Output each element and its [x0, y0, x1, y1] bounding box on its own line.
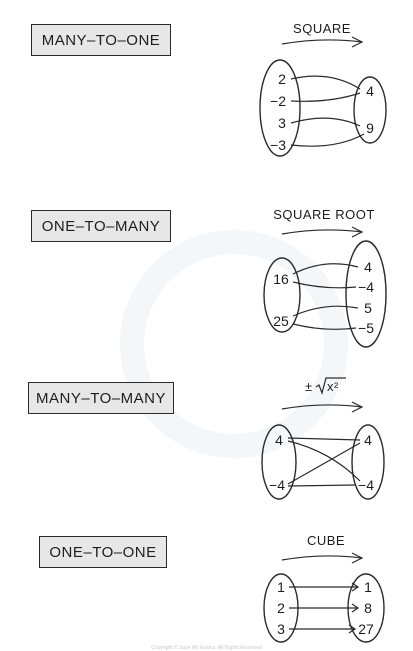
mapping-diagram-cube: CUBE 1 2 3 1 8 27: [263, 533, 385, 643]
function-arrow-head: [351, 401, 364, 413]
mapping-arrow: [292, 263, 359, 275]
panel-many-to-one: MANY–TO–ONE SQUARE 2 −2 3 −3 4 9: [0, 0, 413, 170]
mapping-diagram-square-root: SQUARE ROOT 16 25 4 −4 5 −5: [263, 207, 387, 348]
panel-one-to-many: ONE–TO–MANY SQUARE ROOT 16 25 4 −4 5 −5: [0, 190, 413, 370]
label-many-to-one: MANY–TO–ONE: [31, 24, 171, 56]
mapping-arrow: [287, 484, 357, 487]
radical-sign: [315, 377, 346, 395]
mapping-arrow: [290, 133, 365, 147]
mapping-arrow: [287, 440, 361, 482]
range-value: 8: [364, 600, 372, 616]
domain-value: 2: [277, 600, 285, 616]
range-value: 1: [364, 579, 372, 595]
panel-many-to-many: MANY–TO–MANY ± x² 4 −4 4 −4: [0, 365, 413, 510]
domain-value: 4: [275, 432, 283, 448]
domain-value: 2: [278, 71, 286, 87]
function-arrow: [281, 555, 363, 561]
domain-value: −2: [270, 93, 286, 109]
range-value: 4: [364, 259, 372, 275]
mapping-arrow: [290, 75, 361, 90]
range-value: 9: [366, 120, 374, 136]
function-arrow: [281, 404, 363, 410]
range-oval: [353, 76, 387, 144]
function-arrow-head: [351, 552, 364, 564]
mapping-diagram-plus-minus-root: ± x² 4 −4 4 −4: [261, 377, 385, 500]
mapping-arrow-head: [351, 603, 360, 613]
function-label-square: SQUARE: [293, 21, 351, 36]
domain-value: −3: [270, 137, 286, 153]
mapping-arrow: [290, 92, 361, 102]
range-value: −4: [358, 279, 374, 295]
range-value: 5: [364, 300, 372, 316]
mapping-arrow: [287, 437, 361, 441]
mapping-arrow-head: [348, 624, 357, 634]
range-value: 4: [364, 432, 372, 448]
domain-oval: [261, 424, 297, 500]
function-label-cube: CUBE: [307, 533, 345, 548]
domain-value: 25: [273, 313, 289, 329]
function-label-plus-minus: ±: [305, 379, 313, 394]
domain-oval: [263, 257, 301, 333]
domain-value: 16: [273, 271, 289, 287]
mapping-diagram-square: SQUARE 2 −2 3 −3 4 9: [259, 21, 387, 157]
function-label-radicand: x²: [327, 379, 339, 394]
domain-oval: [259, 59, 301, 157]
domain-value: 1: [277, 579, 285, 595]
copyright-footer: Copyright © Save My Exams. All Rights Re…: [151, 645, 262, 651]
function-arrow-head: [351, 36, 364, 48]
range-oval: [351, 424, 385, 500]
range-value: 27: [358, 621, 374, 637]
panel-one-to-one: ONE–TO–ONE CUBE 1 2 3 1 8 27: [0, 520, 413, 645]
range-oval: [345, 240, 387, 348]
mapping-arrow: [287, 442, 361, 485]
mapping-arrow: [292, 281, 357, 289]
domain-value: 3: [277, 621, 285, 637]
function-arrow-head: [351, 226, 364, 238]
domain-value: 3: [278, 115, 286, 131]
label-one-to-one: ONE–TO–ONE: [39, 536, 167, 568]
range-value: 4: [366, 83, 374, 99]
range-value: −4: [358, 477, 374, 493]
range-value: −5: [358, 320, 374, 336]
mapping-arrow: [292, 305, 359, 317]
function-arrow: [281, 39, 363, 45]
mapping-arrow: [292, 323, 357, 330]
function-label-square-root: SQUARE ROOT: [273, 207, 375, 222]
mapping-arrow-head: [351, 582, 360, 592]
label-many-to-many: MANY–TO–MANY: [28, 382, 174, 414]
mapping-arrow: [290, 117, 361, 127]
function-arrow: [281, 229, 363, 235]
label-one-to-many: ONE–TO–MANY: [31, 210, 171, 242]
domain-value: −4: [269, 477, 285, 493]
